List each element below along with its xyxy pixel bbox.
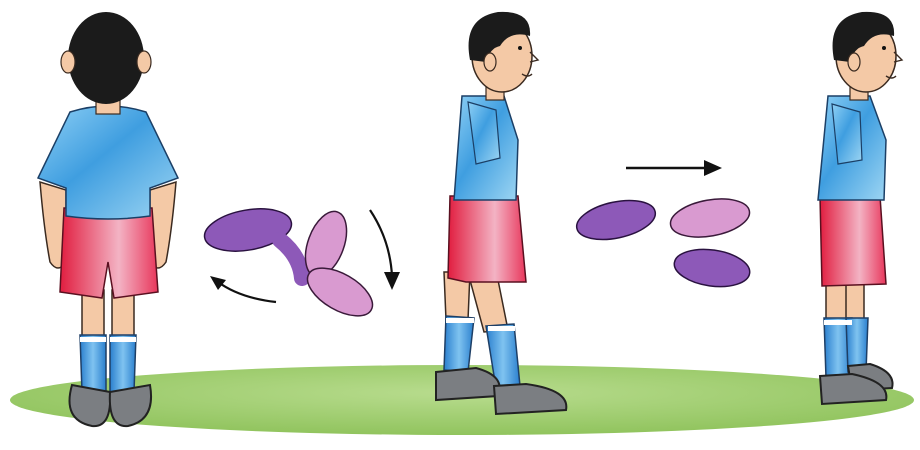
feet-apart-icon bbox=[573, 193, 752, 291]
boy-side-view-standing bbox=[818, 12, 902, 404]
rotating-feet-icon bbox=[201, 203, 380, 326]
curved-arrow-down-icon bbox=[370, 210, 400, 290]
boy-side-view-stepping bbox=[436, 12, 566, 414]
curved-arrow-left-icon bbox=[210, 276, 276, 302]
arrow-right-icon bbox=[626, 160, 722, 176]
boy-back-view bbox=[38, 12, 178, 426]
